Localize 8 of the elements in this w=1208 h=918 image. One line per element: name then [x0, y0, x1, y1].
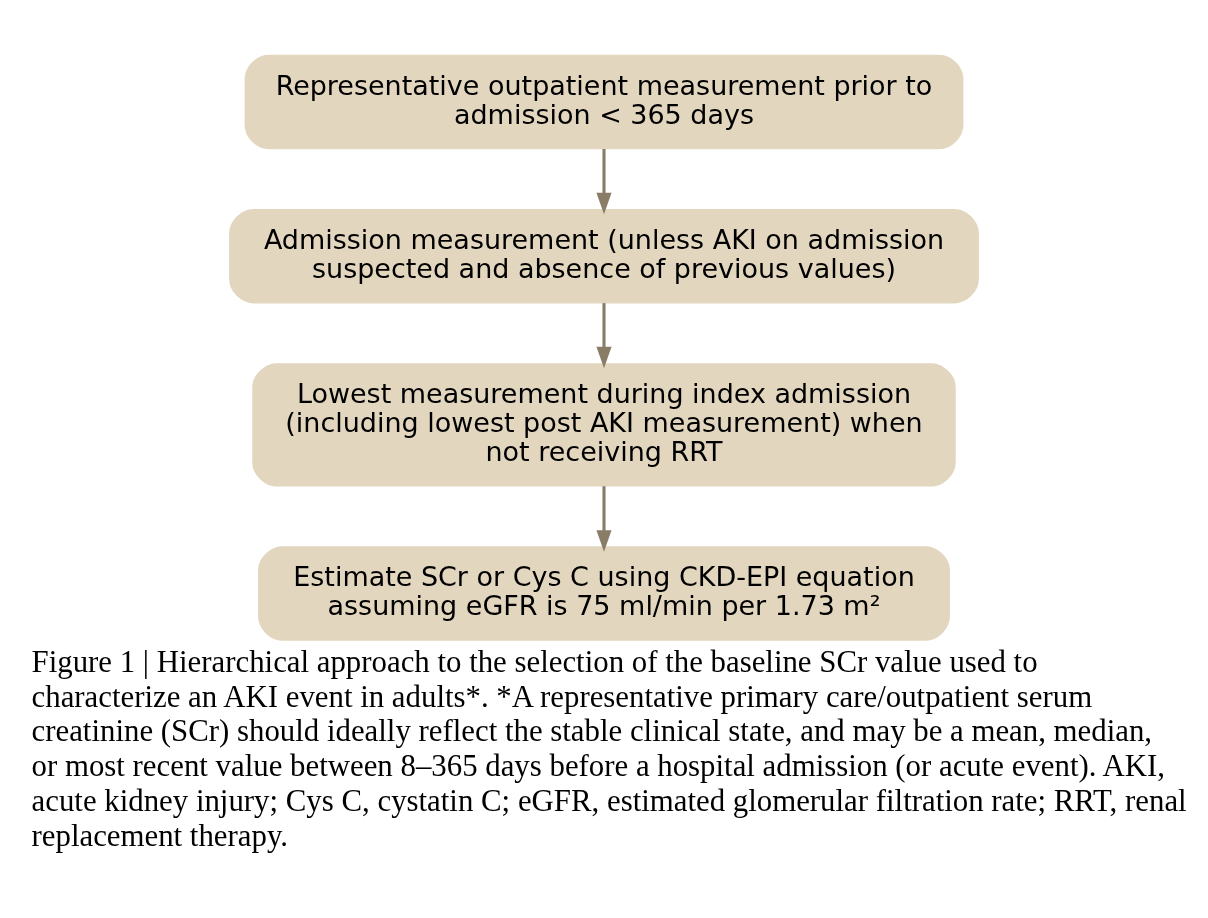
caption: Figure 1 | Hierarchical approach to the selection of the baseline SCr value used to characterize an AKI event in adults*. *A representative primary care/outpatient serum creatinine (SCr) should ideally reflect the stable clinical state, and may be a mean, median, or most recent value between 8–365 days before a hospital admission (or acute event). AKI, acute kidney injury; Cys C, cystatin C; eGFR, estimated glomerular filtration rate; RRT, renal replacement therapy. — [31, 644, 1187, 853]
arrow — [596, 148, 612, 214]
arrow — [596, 302, 612, 368]
node-box: Lowest measurement during index admission (including lowest post AKI measurement) when not receiving RRT — [252, 362, 956, 486]
node-box: Estimate SCr or Cys C using CKD-EPI equation assuming eGFR is 75 ml/min per 1.73 m² — [258, 545, 950, 641]
arrow — [596, 485, 612, 552]
node-box: Representative outpatient measurement prior to admission < 365 days — [244, 54, 964, 149]
node-box: Admission measurement (unless AKI on admission suspected and absence of previous values) — [229, 208, 979, 303]
